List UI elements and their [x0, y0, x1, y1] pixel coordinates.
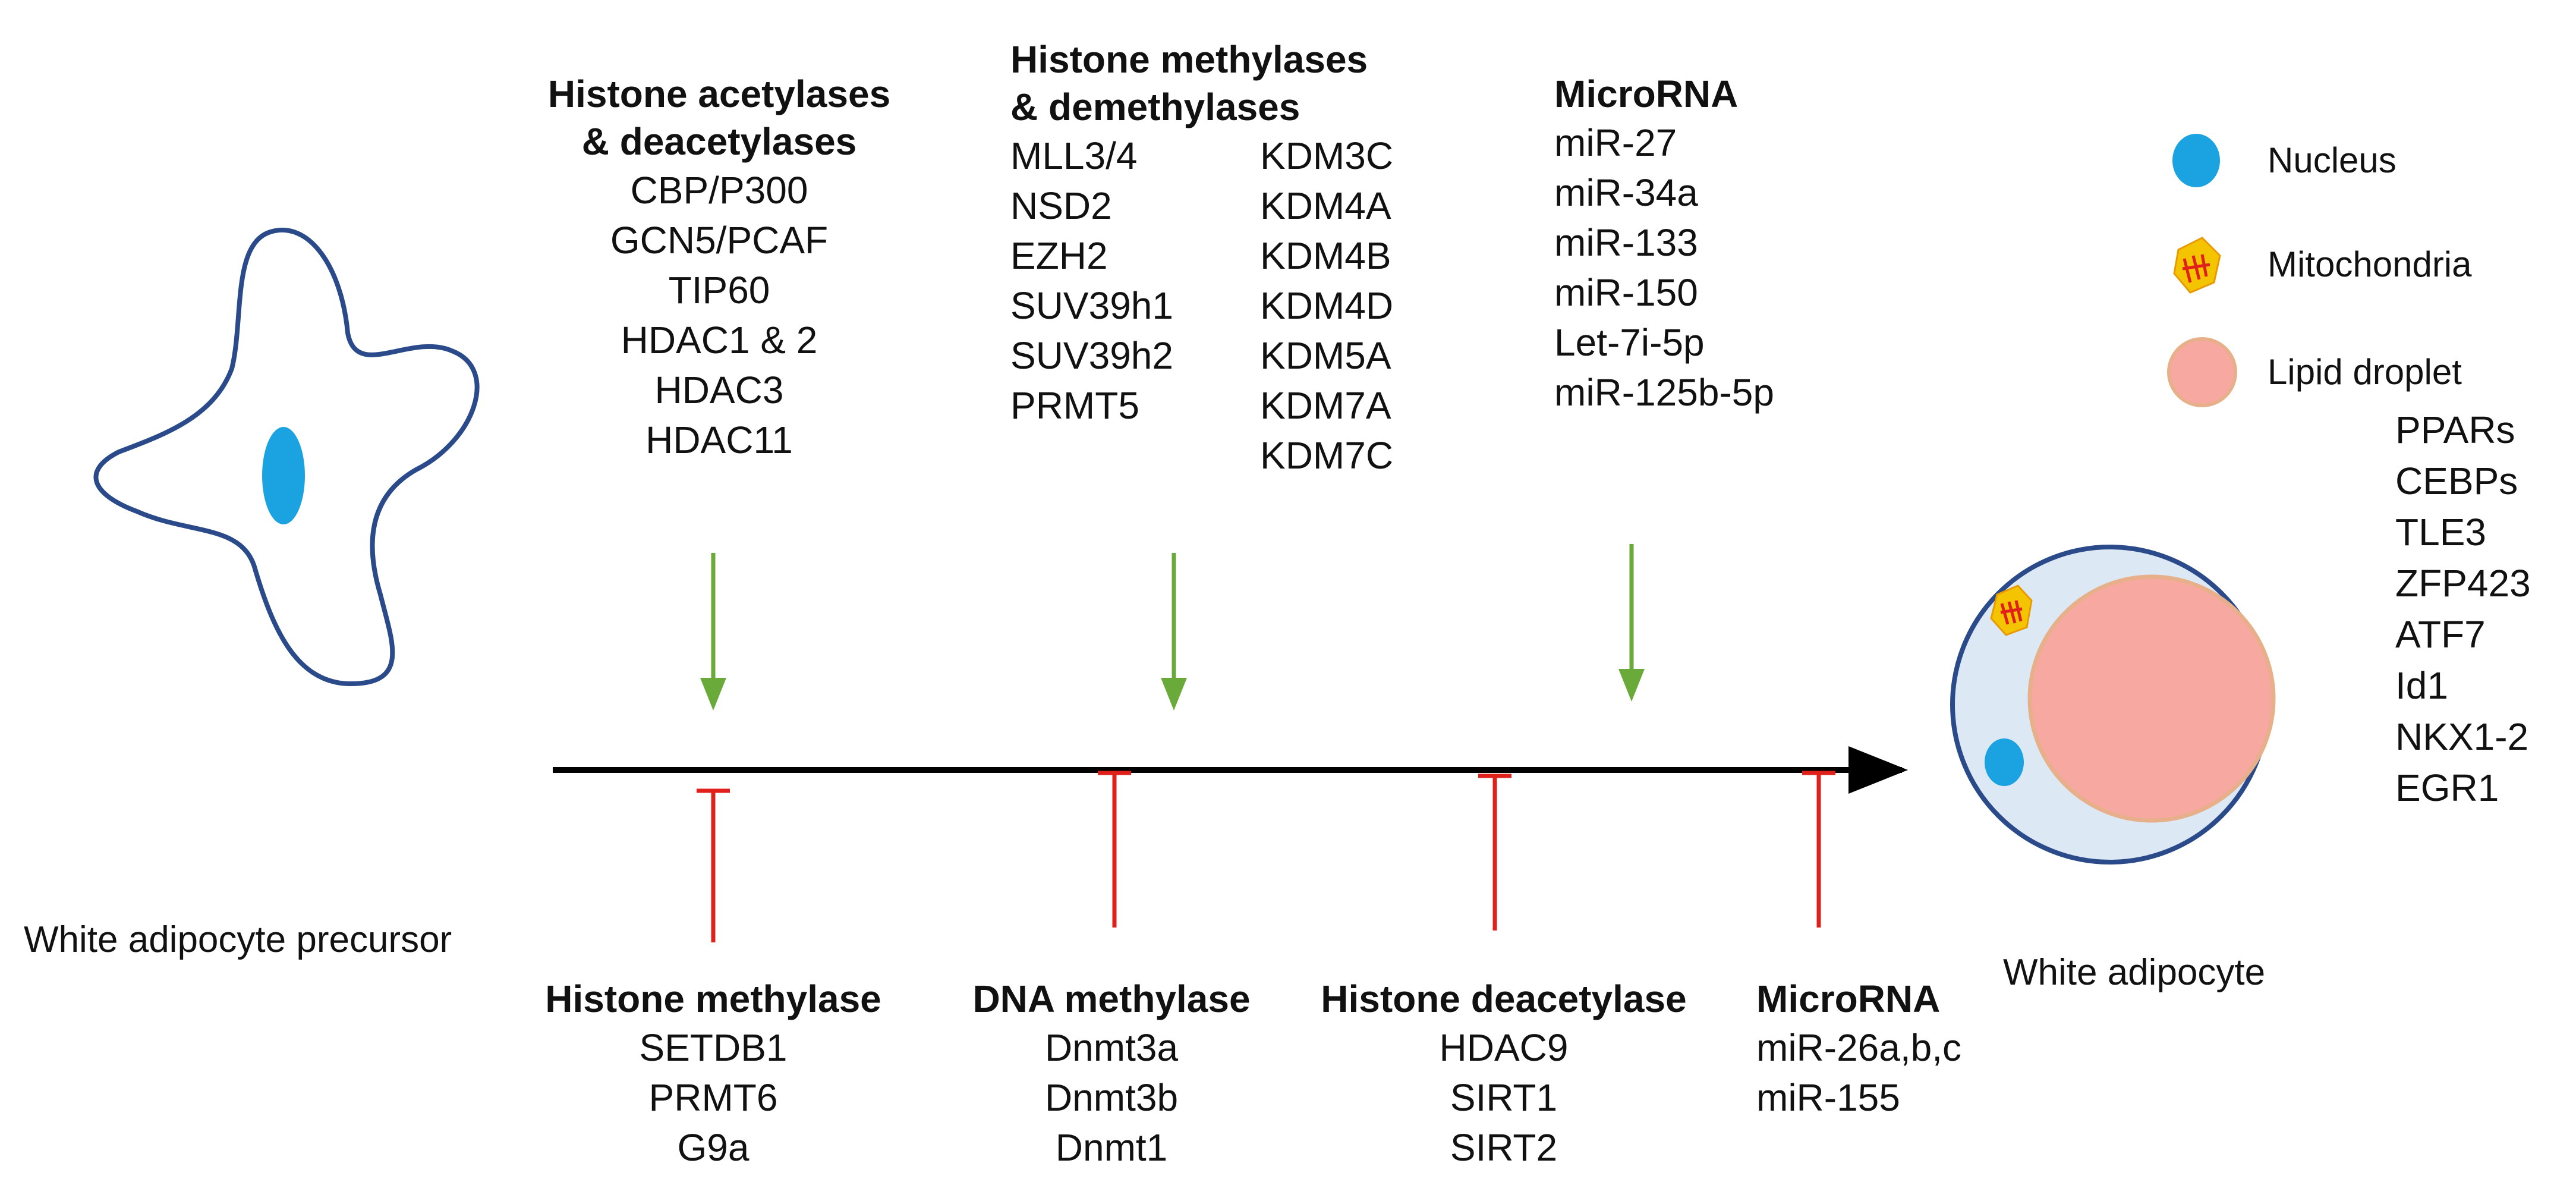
promoter-title-line: MicroRNA: [1554, 73, 1739, 115]
promoter-title: Histone methylases & demethylases: [1010, 36, 1474, 131]
promoter-group-microrna: MicroRNA miR-27 miR-34a miR-133 miR-150 …: [1554, 70, 1887, 417]
promoter-item: KDM7C: [1260, 434, 1394, 477]
inhibitor-item: SETDB1: [639, 1026, 788, 1069]
promoter-title: MicroRNA: [1554, 70, 1887, 118]
inhibitor-item: miR-155: [1756, 1076, 1900, 1119]
promoter-item: NSD2: [1010, 184, 1112, 227]
activator-arrow-3: [1618, 544, 1645, 702]
marker-item: NKX1-2: [2395, 715, 2529, 758]
marker-item: Id1: [2395, 664, 2448, 707]
adipocyte-lipid-droplet: [2027, 574, 2276, 823]
promoter-item: KDM4D: [1260, 284, 1394, 327]
legend-lipid-icon: [2167, 337, 2237, 407]
promoter-list-col1: MLL3/4 NSD2 EZH2 SUV39h1 SUV39h2 PRMT5: [1010, 131, 1260, 480]
promoter-list: CBP/P300 GCN5/PCAF TIP60 HDAC1 & 2 HDAC3…: [511, 165, 927, 465]
inhibitor-title: DNA methylase: [972, 977, 1251, 1020]
inhibitor-group-histone-deacetylase: Histone deacetylase HDAC9 SIRT1 SIRT2: [1284, 975, 1724, 1172]
inhibitor-list: SETDB1 PRMT6 G9a: [499, 1023, 927, 1172]
promoter-item: KDM5A: [1260, 334, 1391, 377]
promoter-item: HDAC1 & 2: [621, 319, 818, 361]
promoter-title-line: & demethylases: [1010, 86, 1300, 128]
inhibitor-item: SIRT1: [1450, 1076, 1558, 1119]
inhibitor-group-microrna: MicroRNA miR-26a,b,c miR-155: [1756, 975, 2030, 1123]
inhibitor-item: Dnmt3a: [1044, 1026, 1179, 1069]
white-adipocyte-cell: [1950, 545, 2276, 865]
inhibitor-list: miR-26a,b,c miR-155: [1756, 1023, 2030, 1123]
precursor-label: White adipocyte precursor: [24, 919, 452, 960]
adipocyte-marker-list: PPARs CEBPs TLE3 ZFP423 ATF7 Id1 NKX1-2 …: [2395, 404, 2574, 813]
legend-mitochondria-label: Mitochondria: [2268, 244, 2472, 284]
promoter-item: HDAC11: [645, 419, 793, 461]
promoter-item: miR-125b-5p: [1554, 371, 1774, 414]
inhibitor-list: Dnmt3a Dnmt3b Dnmt1: [927, 1023, 1296, 1172]
inhibitor-title: Histone deacetylase: [1321, 977, 1687, 1020]
promoter-item: miR-34a: [1554, 171, 1698, 214]
promoter-title-line: Histone methylases: [1010, 38, 1368, 81]
promoter-item: EZH2: [1010, 234, 1108, 277]
inhibitor-group-histone-methylase: Histone methylase SETDB1 PRMT6 G9a: [499, 975, 927, 1172]
inhibitor-group-dna-methylase: DNA methylase Dnmt3a Dnmt3b Dnmt1: [927, 975, 1296, 1172]
promoter-item: MLL3/4: [1010, 134, 1138, 177]
marker-item: TLE3: [2395, 511, 2486, 554]
promoter-list-col2: KDM3C KDM4A KDM4B KDM4D KDM5A KDM7A KDM7…: [1260, 131, 1462, 480]
marker-item: ATF7: [2395, 613, 2486, 656]
promoter-item: miR-150: [1554, 271, 1698, 314]
adipocyte-label: White adipocyte: [2003, 952, 2266, 993]
activator-arrows: [700, 544, 1645, 711]
promoter-item: KDM7A: [1260, 384, 1391, 427]
promoter-item: Let-7i-5p: [1554, 321, 1705, 364]
promoter-item: TIP60: [668, 269, 770, 312]
promoter-title-line: Histone acetylases: [547, 73, 891, 115]
inhibitor-item: SIRT2: [1450, 1126, 1558, 1169]
promoter-title-line: & deacetylases: [581, 120, 857, 163]
inhibitor-item: miR-26a,b,c: [1756, 1026, 1961, 1069]
promoter-item: PRMT5: [1010, 384, 1139, 427]
promoter-item: GCN5/PCAF: [610, 219, 829, 262]
promoter-group-histone-methylases: Histone methylases & demethylases MLL3/4…: [1010, 36, 1474, 480]
promoter-item: KDM3C: [1260, 134, 1394, 177]
marker-item: PPARs: [2395, 408, 2515, 451]
activator-arrow-1: [700, 553, 726, 711]
legend-mitochondria-icon: [2173, 237, 2221, 294]
activator-arrow-2: [1161, 553, 1187, 711]
inhibitor-title: Histone methylase: [545, 977, 881, 1020]
promoter-item: miR-133: [1554, 221, 1698, 264]
inhibitor-item: G9a: [677, 1126, 750, 1169]
promoter-item: CBP/P300: [630, 169, 808, 212]
inhibitor-item: HDAC9: [1439, 1026, 1569, 1069]
promoter-group-histone-acetylases: Histone acetylases & deacetylases CBP/P3…: [511, 70, 927, 465]
adipocyte-nucleus-icon: [1985, 738, 2024, 786]
inhibitor-bar-2: [1098, 771, 1131, 928]
promoter-item: HDAC3: [654, 369, 784, 411]
adipocyte-mitochondria-icon: [1990, 584, 2033, 636]
inhibitor-item: Dnmt3b: [1044, 1076, 1179, 1119]
marker-item: ZFP423: [2395, 562, 2531, 605]
promoter-item: miR-27: [1554, 121, 1677, 164]
inhibitor-bar-4: [1802, 771, 1835, 928]
precursor-cell: [93, 227, 480, 687]
inhibitor-list: HDAC9 SIRT1 SIRT2: [1284, 1023, 1724, 1172]
inhibitor-bar-1: [697, 788, 730, 942]
promoter-item: KDM4B: [1260, 234, 1391, 277]
inhibitor-bars: [697, 771, 1835, 942]
promoter-item: SUV39h1: [1010, 284, 1173, 327]
promoter-columns: MLL3/4 NSD2 EZH2 SUV39h1 SUV39h2 PRMT5 K…: [1010, 131, 1474, 480]
promoter-title: Histone acetylases & deacetylases: [511, 70, 927, 165]
inhibitor-title: MicroRNA: [1756, 977, 1941, 1020]
legend-icons: [2167, 134, 2237, 407]
inhibitor-item: PRMT6: [648, 1076, 778, 1119]
promoter-list: miR-27 miR-34a miR-133 miR-150 Let-7i-5p…: [1554, 118, 1887, 417]
promoter-item: SUV39h2: [1010, 334, 1173, 377]
marker-item: EGR1: [2395, 766, 2499, 809]
legend-nucleus-icon: [2172, 134, 2220, 187]
legend-nucleus-label: Nucleus: [2268, 140, 2397, 180]
marker-item: CEBPs: [2395, 460, 2518, 502]
promoter-item: KDM4A: [1260, 184, 1391, 227]
inhibitor-item: Dnmt1: [1055, 1126, 1168, 1169]
legend-lipid-label: Lipid droplet: [2268, 352, 2462, 392]
inhibitor-bar-3: [1478, 774, 1511, 930]
precursor-nucleus-icon: [262, 427, 305, 524]
